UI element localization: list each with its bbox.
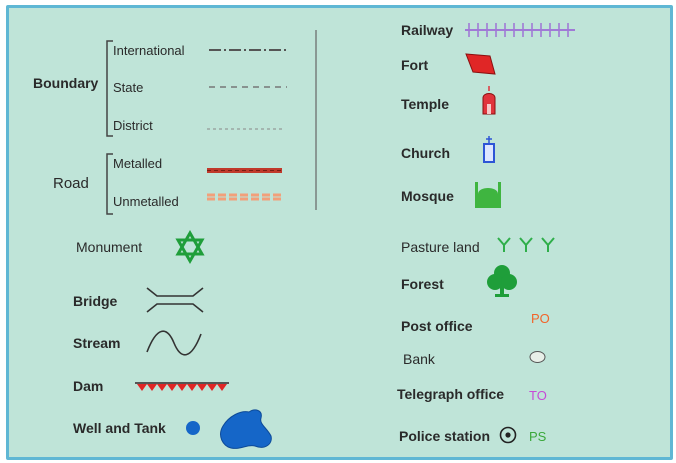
road-metalled-label: Metalled [113,156,163,171]
district-boundary-line-icon [207,128,283,130]
forest-label: Forest [401,276,444,292]
railway-label: Railway [401,22,454,38]
well-and-tank-icon [186,409,272,449]
road-bracket [106,153,113,215]
fort-icon [465,53,496,75]
bank-oval-icon [529,351,546,363]
tree-icon [487,265,517,297]
boundary-district-label: District [113,118,153,133]
road-heading: Road [53,175,89,192]
temple-label: Temple [401,96,449,112]
police-station-dot-icon [499,426,517,444]
metalled-road-icon [207,168,282,173]
state-boundary-line-icon [209,86,287,88]
bank-label: Bank [403,351,435,367]
telegraph-office-symbol: TO [529,388,547,403]
post-office-symbol: PO [531,311,550,326]
church-label: Church [401,145,450,161]
railway-track-icon [465,23,575,37]
church-icon [483,136,495,163]
stream-wave-icon [146,330,202,356]
post-office-label: Post office [401,318,473,334]
telegraph-office-label: Telegraph office [397,386,505,402]
road-unmetalled-label: Unmetalled [113,194,179,209]
police-station-label: Police station [399,428,491,444]
unmetalled-road-icon [207,193,282,201]
temple-icon [482,86,496,115]
monument-label: Monument [76,239,143,255]
well-and-tank-label: Well and Tank [73,420,166,436]
pasture-land-label: Pasture land [401,239,480,255]
section-divider [315,30,317,210]
map-legend: Boundary International State District Ro… [6,5,673,460]
pasture-grass-icon [497,237,555,252]
international-boundary-line-icon [209,49,287,51]
police-station-symbol: PS [529,429,547,444]
boundary-state-label: State [113,80,144,95]
star-of-david-icon [175,229,205,265]
boundary-heading: Boundary [33,75,99,91]
dam-label: Dam [73,378,104,394]
boundary-international-label: International [113,43,185,58]
bridge-icon [146,287,204,313]
fort-label: Fort [401,57,429,73]
bridge-label: Bridge [73,293,118,309]
mosque-icon [475,182,501,208]
mosque-label: Mosque [401,188,454,204]
stream-label: Stream [73,335,121,351]
boundary-bracket [106,40,113,137]
dam-icon [135,382,229,391]
